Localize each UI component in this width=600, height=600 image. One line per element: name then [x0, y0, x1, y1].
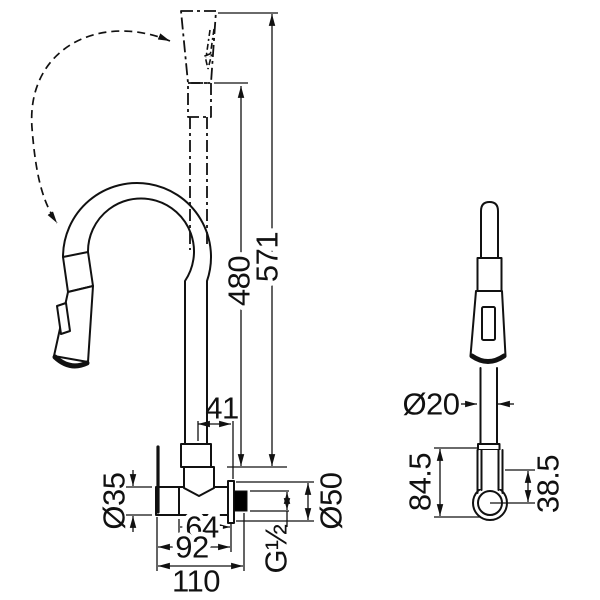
phantom-lever [205, 28, 215, 59]
dim-text-thread: G½ [259, 524, 294, 574]
dim-text-92: 92 [175, 530, 208, 565]
spout-base-connector [183, 466, 215, 497]
spout-arch-outer [62, 182, 212, 445]
side-bracket-mask [478, 450, 502, 489]
dim-text-dia35: Ø35 [97, 472, 132, 529]
phantom-extended-sprayer [180, 10, 217, 250]
dimensions-front: 41 480 571 Ø35 64 92 [97, 12, 349, 599]
side-spray-face [469, 353, 507, 364]
spray-head-button [56, 302, 71, 335]
wall-mount-body [155, 443, 248, 524]
dim-text-dia50: Ø50 [314, 472, 349, 529]
dim-text-110: 110 [172, 564, 220, 599]
side-head-button [481, 306, 496, 341]
side-bracket-inner [480, 449, 500, 491]
dim-text-dia20: Ø20 [402, 387, 459, 422]
pull-direction-arrow [30, 30, 171, 224]
dim-text-64: 64 [185, 510, 219, 545]
spray-head-collar [62, 251, 94, 293]
spout [52, 182, 212, 445]
dim-text-385: 38.5 [531, 455, 566, 513]
phantom-spray-head [180, 10, 217, 84]
wall-flange [227, 480, 235, 524]
side-bracket-outer [476, 449, 504, 494]
side-spout [469, 201, 507, 451]
spout-arch-inner [86, 197, 195, 445]
side-tube-top [480, 201, 499, 259]
coupling-nut [180, 443, 212, 468]
dim-text-480: 480 [222, 256, 257, 306]
phantom-collar [187, 82, 212, 118]
wall-connector-square [233, 490, 248, 512]
dim-text-845: 84.5 [403, 453, 438, 511]
side-base [472, 449, 508, 521]
phantom-hose [189, 117, 208, 250]
dim-text-571: 571 [250, 232, 285, 282]
dim-text-41: 41 [205, 391, 238, 426]
spray-face [52, 354, 90, 369]
side-collar [476, 257, 503, 292]
phantom-lever-tip [204, 51, 214, 70]
front-view: 41 480 571 Ø35 64 92 [30, 10, 349, 599]
dimensions-side: Ø20 84.5 38.5 [402, 387, 566, 518]
side-tube-lower [479, 367, 498, 445]
side-view: Ø20 84.5 38.5 [402, 201, 566, 521]
